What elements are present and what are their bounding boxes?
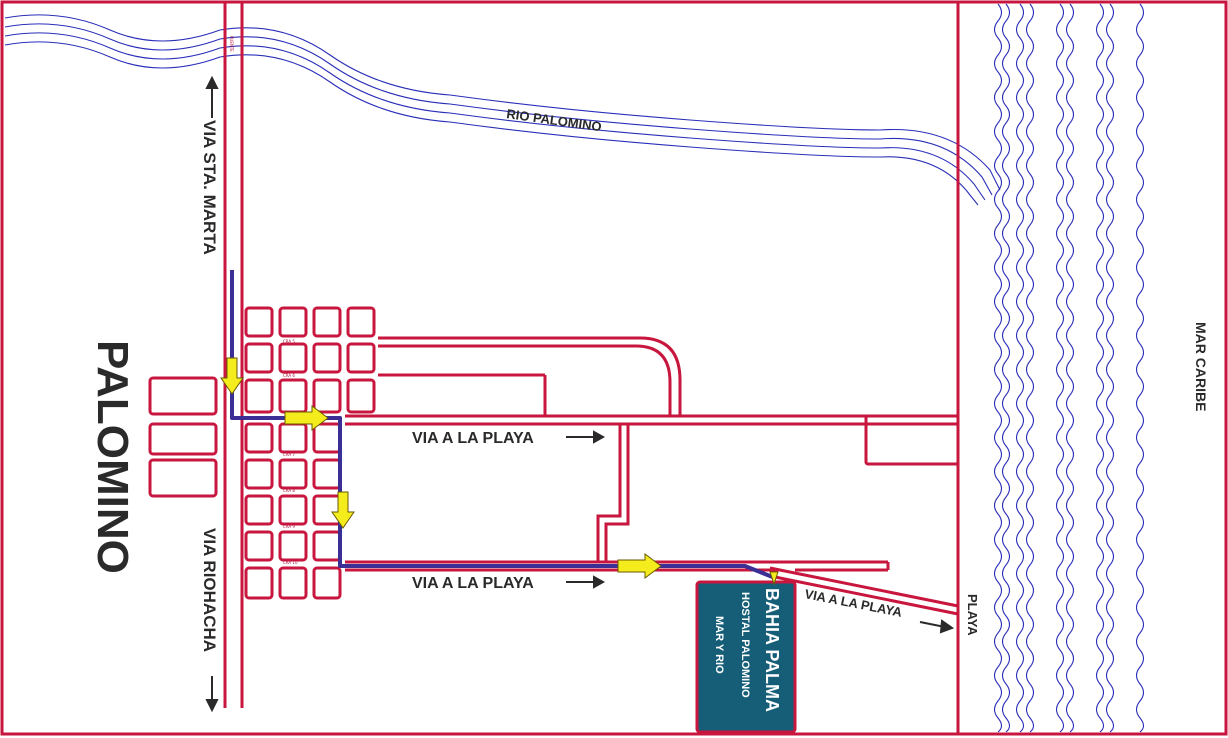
city-block: [346, 342, 376, 374]
city-block: [312, 566, 342, 600]
town-label: PALOMINO: [88, 340, 137, 574]
city-block: [312, 458, 342, 490]
street-label: CRA 6: [283, 373, 295, 378]
destination-line3: MAR Y RIO: [713, 616, 725, 674]
wave-line: [1065, 3, 1075, 733]
city-block: [312, 494, 342, 526]
arrow-up-icon: [205, 75, 219, 89]
wave-line: [1015, 3, 1025, 733]
arrow-down-icon: [205, 699, 219, 713]
sea-label: MAR CARIBE: [1193, 322, 1209, 411]
city-block: [244, 530, 274, 562]
destination-line2: HOSTAL PALOMINO: [739, 592, 751, 698]
city-block: [244, 378, 274, 414]
wave-line: [993, 3, 1003, 733]
city-block: [312, 306, 342, 338]
street-label: CRA 10: [283, 560, 298, 565]
city-block: [278, 494, 308, 526]
road-network: [148, 2, 960, 734]
arrow-right-icon: [617, 553, 662, 579]
city-block: [244, 422, 274, 454]
city-block: [244, 306, 274, 338]
north-road-label: VIA STA. MARTA: [200, 120, 219, 255]
city-block: [346, 306, 376, 338]
mar-caribe-waves: [993, 3, 1145, 733]
wave-line: [1095, 3, 1105, 733]
city-block: [312, 378, 342, 414]
highway-arrows: [205, 75, 219, 713]
city-block: [278, 342, 308, 374]
city-block: [312, 342, 342, 374]
city-block: [278, 530, 308, 562]
wave-line: [1105, 3, 1115, 733]
street-label: CRA 9: [283, 524, 295, 529]
route-arrows: [220, 357, 662, 579]
destination-sign[interactable]: BAHIA PALMA HOSTAL PALOMINO MAR Y RIO: [695, 580, 797, 734]
arrow-down-icon: [331, 491, 355, 529]
beach-road-label-upper: VIA A LA PLAYA: [412, 430, 534, 447]
city-block: [244, 342, 274, 374]
river-label: RIO PALOMINO: [506, 106, 603, 134]
wave-line: [1001, 3, 1011, 733]
street-label: CRA 7: [283, 452, 295, 457]
city-block: [244, 566, 274, 600]
wave-line: [1135, 3, 1145, 733]
destination-marker-icon: [769, 571, 779, 586]
city-block: [278, 422, 308, 454]
city-block: [278, 378, 308, 414]
beach-label: PLAYA: [965, 594, 980, 636]
arrow-right-icon: [284, 405, 329, 431]
city-block: [278, 306, 308, 338]
city-block: [312, 530, 342, 562]
rio-palomino-river: [4, 14, 1001, 206]
street-label: CRA 5: [283, 339, 295, 344]
arrow-down-icon: [220, 357, 244, 395]
south-road-label: VIA RIOHACHA: [200, 528, 219, 652]
city-block: [312, 422, 342, 454]
street-label: CRA 8: [283, 488, 295, 493]
city-block: [346, 378, 376, 414]
wave-line: [1025, 3, 1035, 733]
destination-name: BAHIA PALMA: [762, 588, 782, 712]
bridge-label: PUENTE: [229, 36, 234, 52]
city-block: [244, 494, 274, 526]
beach-road-arrows: [566, 430, 955, 634]
wave-line: [1055, 3, 1065, 733]
beach-road-label-lower: VIA A LA PLAYA: [412, 575, 534, 592]
city-block: [244, 458, 274, 490]
city-block: [278, 566, 308, 600]
city-block: [278, 458, 308, 490]
